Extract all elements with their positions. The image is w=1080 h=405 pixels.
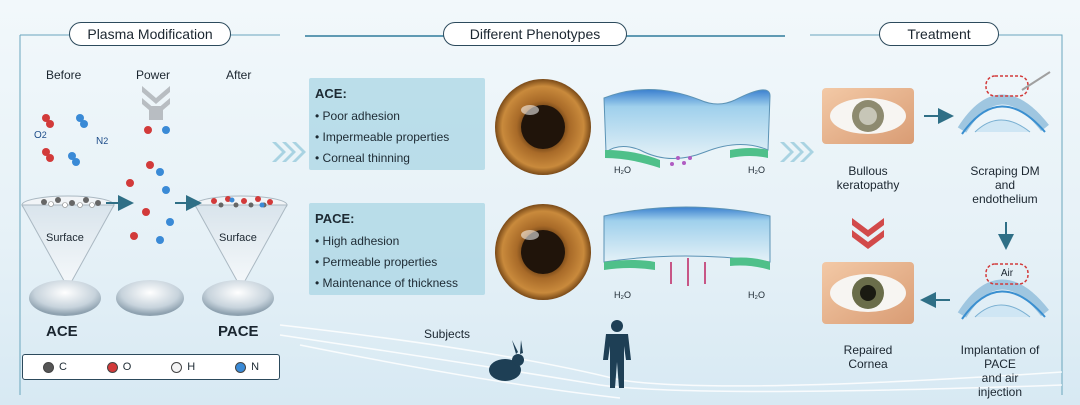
label-before: Before [46, 68, 82, 82]
water-label: H₂O [614, 290, 631, 300]
pace-property: Maintenance of thickness [315, 273, 479, 294]
chevron-arrows-right [780, 142, 814, 162]
label-implantation: Implantation of PACE and air injection [960, 343, 1040, 399]
hydrogen-dot-icon [171, 361, 183, 373]
pace-eye-illustration [495, 204, 591, 300]
pace-properties-box: PACE: High adhesion Permeable properties… [309, 203, 485, 295]
water-label: H₂O [748, 165, 765, 175]
label-power: Power [136, 68, 171, 82]
legend-item-oxygen: O [106, 361, 131, 373]
label-scraping-dm: Scraping DM and endothelium [970, 164, 1040, 206]
chevron-arrows-left [272, 142, 306, 162]
carbon-dot-icon [42, 361, 54, 373]
repaired-eye-photo [822, 262, 914, 324]
section-different-phenotypes: Different Phenotypes [443, 22, 627, 46]
label-after: After [226, 68, 252, 82]
ace-cornea-section [603, 88, 771, 168]
label-surface-ace: Surface [46, 232, 84, 244]
ace-surface-cone [21, 195, 115, 316]
section-plasma-modification: Plasma Modification [69, 22, 231, 46]
atom-legend: C O H N [22, 354, 280, 380]
ace-property: Corneal thinning [315, 148, 479, 169]
pace-property: Permeable properties [315, 252, 479, 273]
label-oxygen: O2 [34, 130, 47, 141]
power-chevrons [142, 86, 170, 120]
label-surface-pace: Surface [219, 232, 257, 244]
label-repaired-cornea: Repaired Cornea [843, 343, 893, 371]
ace-property: Impermeable properties [315, 127, 479, 148]
subject-curves [279, 324, 1063, 399]
label-pace: PACE [218, 323, 259, 340]
pace-surface-cone [194, 195, 288, 316]
legend-item-nitrogen: N [235, 361, 259, 373]
pace-box-title: PACE: [315, 211, 355, 226]
scraping-eye-section [957, 71, 1051, 135]
human-icon [603, 320, 631, 388]
label-nitrogen: N2 [96, 136, 109, 147]
water-label: H₂O [748, 290, 765, 300]
ace-properties-box: ACE: Poor adhesion Impermeable propertie… [309, 78, 485, 170]
ace-property: Poor adhesion [315, 106, 479, 127]
water-label: H₂O [614, 165, 631, 175]
molecules-before [42, 114, 88, 166]
pace-property: High adhesion [315, 231, 479, 252]
ace-eye-illustration [495, 79, 591, 175]
legend-item-carbon: C [42, 361, 67, 373]
bullous-eye-photo [822, 88, 914, 144]
implantation-eye-section [957, 263, 1049, 320]
molecules-plasma [126, 126, 174, 244]
rabbit-icon [489, 340, 524, 381]
label-bullous-keratopathy: Bullous keratopathy [836, 164, 900, 192]
legend-item-hydrogen: H [171, 361, 195, 373]
label-air: Air [1000, 268, 1014, 279]
section-treatment: Treatment [879, 22, 999, 46]
down-chevrons [852, 218, 884, 249]
label-subjects: Subjects [424, 327, 471, 341]
nitrogen-dot-icon [235, 361, 247, 373]
plasma-lens [116, 280, 184, 316]
pace-cornea-section [603, 206, 771, 286]
oxygen-dot-icon [106, 361, 118, 373]
ace-box-title: ACE: [315, 86, 347, 101]
label-ace: ACE [46, 323, 78, 340]
